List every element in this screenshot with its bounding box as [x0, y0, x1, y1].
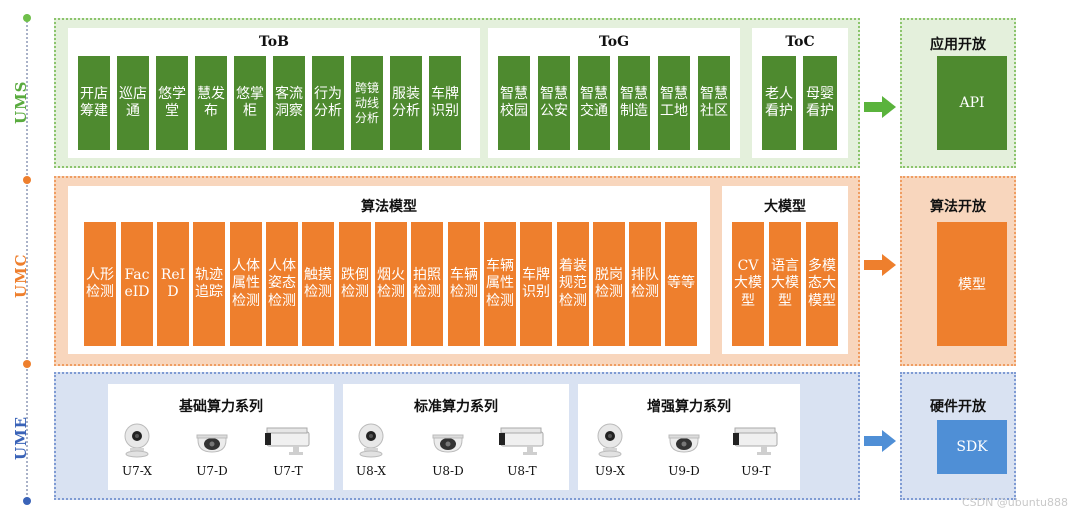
algo-item: 拍照检测	[411, 222, 443, 346]
tier-label-umc: UMC	[12, 253, 30, 299]
tog-title: ToG	[598, 34, 630, 50]
algo-title: 算法模型	[361, 199, 417, 215]
model-box: 模型	[937, 222, 1007, 346]
camera-model-label: U7-T	[273, 464, 303, 478]
tier-label-ume: UME	[12, 415, 30, 461]
basic-series-title: 基础算力系列	[179, 399, 263, 415]
algo-item: 车辆检测	[448, 222, 480, 346]
camera-model-label: U9-D	[668, 464, 700, 478]
camera-model-label: U7-X	[122, 464, 152, 478]
camera-t-model: U9-T	[726, 422, 786, 478]
tob-item: 客流洞察	[273, 56, 305, 150]
toc-title: ToC	[785, 34, 815, 50]
toc-item: 母婴看护	[803, 56, 837, 150]
algo-item: 车牌识别	[520, 222, 552, 346]
tob-item: 服装分析	[390, 56, 422, 150]
sdk-box: SDK	[937, 420, 1007, 474]
tog-item: 智慧交通	[578, 56, 610, 150]
bullet-camera-icon	[733, 427, 778, 455]
algo-item: 烟火检测	[375, 222, 407, 346]
algo-item: 排队检测	[629, 222, 661, 346]
api-box: API	[937, 56, 1007, 150]
camera-x-model: U8-X	[341, 422, 401, 478]
app-open-title: 应用开放	[930, 37, 986, 53]
algo-item: 轨迹追踪	[193, 222, 225, 346]
tog-item: 智慧制造	[618, 56, 650, 150]
bullet-camera-icon	[265, 427, 310, 455]
robot-camera-icon	[358, 423, 384, 458]
algo-item: FaceID	[121, 222, 153, 346]
camera-model-label: U7-D	[196, 464, 228, 478]
algo-open-title: 算法开放	[930, 199, 986, 215]
camera-t-model: U7-T	[258, 422, 318, 478]
arrow-right-icon	[864, 254, 898, 276]
tob-item: 车牌识别	[429, 56, 461, 150]
enhanced-series-title: 增强算力系列	[647, 399, 731, 415]
camera-d-model: U7-D	[182, 422, 242, 478]
tier-timeline	[26, 14, 28, 502]
algo-item: 车辆属性检测	[484, 222, 516, 346]
algo-item: 人体姿态检测	[266, 222, 298, 346]
camera-model-label: U8-T	[507, 464, 537, 478]
algo-item: 触摸检测	[302, 222, 334, 346]
tob-item: 巡店通	[117, 56, 149, 150]
camera-x-model: U9-X	[580, 422, 640, 478]
camera-model-label: U9-T	[741, 464, 771, 478]
algo-item: ReID	[157, 222, 189, 346]
camera-model-label: U8-D	[432, 464, 464, 478]
tog-item: 智慧公安	[538, 56, 570, 150]
large-model-item: CV大模型	[732, 222, 764, 346]
algo-item: 人体属性检测	[230, 222, 262, 346]
camera-model-label: U9-X	[595, 464, 625, 478]
arrow-right-icon	[864, 430, 898, 452]
tob-title: ToB	[259, 34, 289, 50]
tob-item: 行为分析	[312, 56, 344, 150]
dome-camera-icon	[432, 434, 464, 453]
camera-t-model: U8-T	[492, 422, 552, 478]
tob-item: 跨镜动线分析	[351, 56, 383, 150]
tog-item: 智慧校园	[498, 56, 530, 150]
algo-item: 着装规范检测	[557, 222, 589, 346]
toc-item: 老人看护	[762, 56, 796, 150]
algo-item: 跌倒检测	[339, 222, 371, 346]
robot-camera-icon	[597, 423, 623, 458]
arrow-right-icon	[864, 96, 898, 118]
camera-d-model: U9-D	[654, 422, 714, 478]
timeline-dot	[23, 360, 31, 368]
timeline-dot	[23, 497, 31, 505]
tog-item: 智慧社区	[698, 56, 730, 150]
dome-camera-icon	[196, 434, 228, 453]
algo-item: 等等	[665, 222, 697, 346]
tob-item: 开店筹建	[78, 56, 110, 150]
dome-camera-icon	[668, 434, 700, 453]
camera-model-label: U8-X	[356, 464, 386, 478]
large-model-title: 大模型	[764, 199, 806, 215]
watermark: CSDN @ubuntu888	[961, 496, 1068, 509]
tob-item: 悠掌柜	[234, 56, 266, 150]
tier-label-ums: UMS	[12, 80, 30, 124]
tob-item: 慧发布	[195, 56, 227, 150]
robot-camera-icon	[124, 423, 150, 458]
timeline-dot	[23, 14, 31, 22]
large-model-item: 多模态大模型	[806, 222, 838, 346]
hw-open-title: 硬件开放	[930, 399, 986, 415]
tob-item: 悠学堂	[156, 56, 188, 150]
algo-item: 人形检测	[84, 222, 116, 346]
standard-series-title: 标准算力系列	[414, 399, 498, 415]
camera-x-model: U7-X	[107, 422, 167, 478]
algo-item: 脱岗检测	[593, 222, 625, 346]
timeline-dot	[23, 176, 31, 184]
tog-item: 智慧工地	[658, 56, 690, 150]
camera-d-model: U8-D	[418, 422, 478, 478]
bullet-camera-icon	[499, 427, 544, 455]
large-model-item: 语言大模型	[769, 222, 801, 346]
